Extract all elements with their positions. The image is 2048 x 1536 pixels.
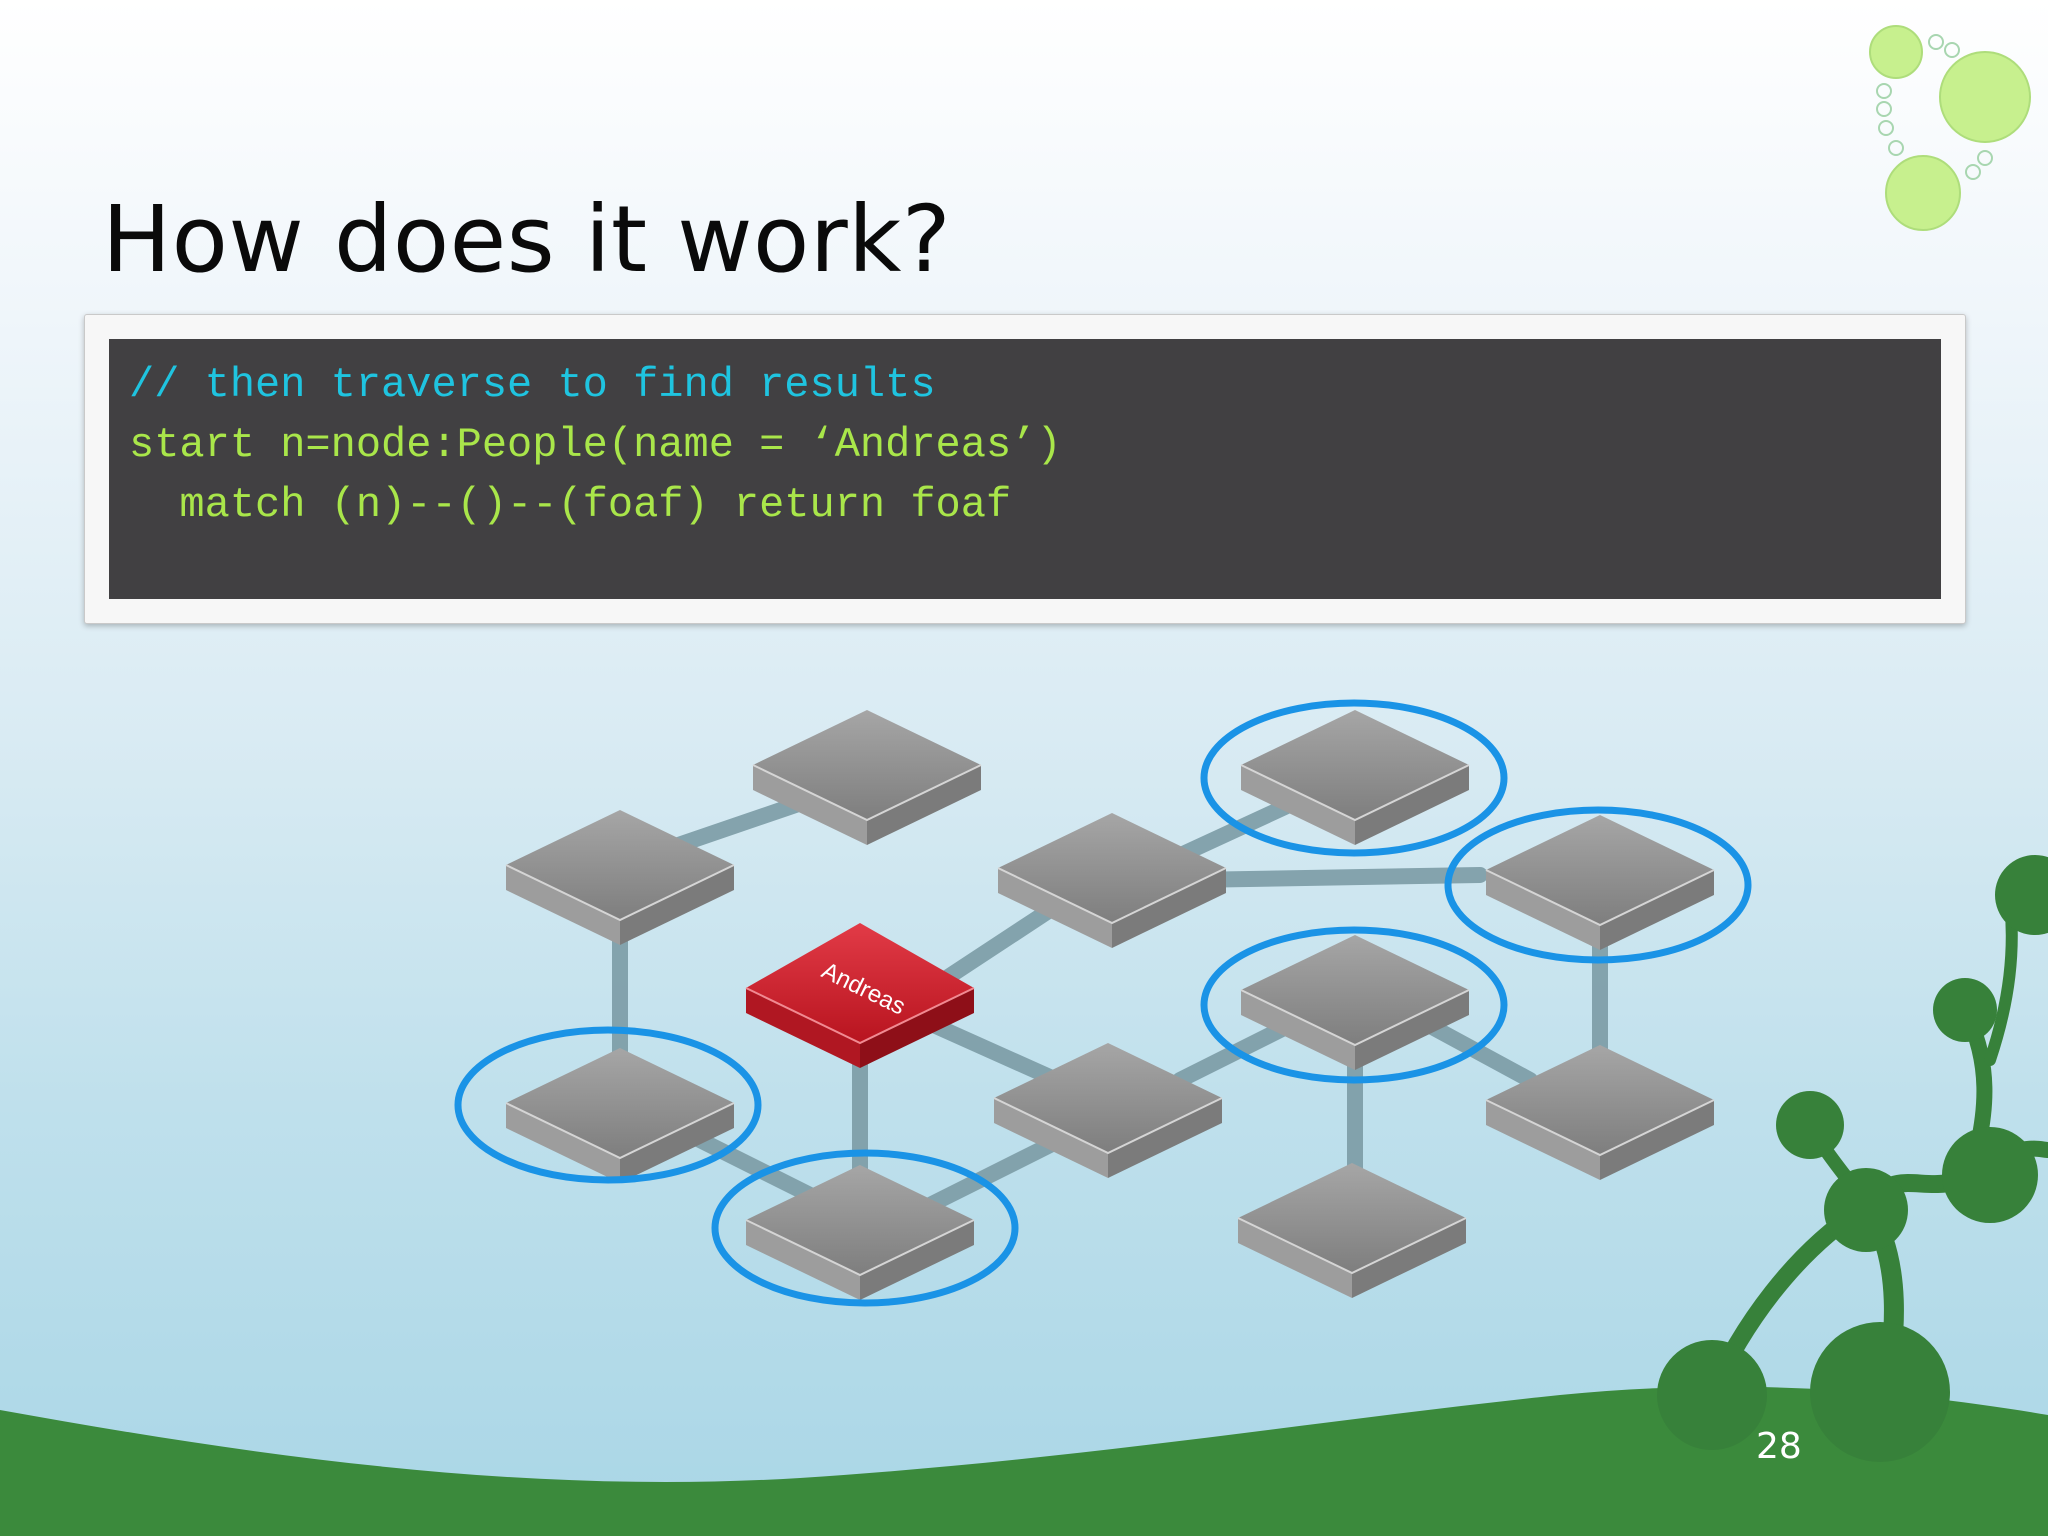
edge: [912, 1132, 1068, 1218]
code-comment-line: // then traverse to find results: [129, 361, 936, 409]
graph-nodes: Andreas: [505, 710, 1715, 1300]
page-number: 28: [1756, 1426, 1802, 1467]
highlight-ring: [1200, 926, 1508, 1084]
bubbles-icon: [1869, 25, 2031, 231]
graph-node: [505, 1048, 735, 1183]
graph-node: [745, 1165, 975, 1300]
code-match-line: match (n)--()--(foaf) return foaf: [129, 481, 1012, 529]
plant-pods: [1657, 855, 2048, 1462]
highlight-ring: [1200, 699, 1508, 857]
graph-node: [1485, 1045, 1715, 1180]
graph-node: [1485, 815, 1715, 950]
highlight-ring: [711, 1149, 1019, 1307]
code-block: // then traverse to find results start n…: [109, 339, 1941, 599]
edge: [1162, 792, 1308, 868]
graph-node: [993, 1043, 1223, 1178]
edge: [1182, 867, 1488, 888]
graph-node: [1240, 710, 1470, 845]
start-node: Andreas: [745, 923, 975, 1068]
graph-node: [1237, 1163, 1467, 1298]
graph-node: [752, 710, 982, 845]
highlight-ring: [1444, 806, 1752, 964]
graph-node: [997, 813, 1227, 948]
graph-node: [1240, 935, 1470, 1070]
page-title: How does it work?: [102, 186, 952, 293]
ground-hill: [0, 1386, 2048, 1536]
code-start-line: start n=node:People(name = ‘Andreas’): [129, 421, 1062, 469]
graph-node: [505, 810, 735, 945]
result-highlights: [454, 699, 1752, 1307]
highlight-ring: [454, 1026, 762, 1184]
code-panel: // then traverse to find results start n…: [84, 314, 1966, 624]
